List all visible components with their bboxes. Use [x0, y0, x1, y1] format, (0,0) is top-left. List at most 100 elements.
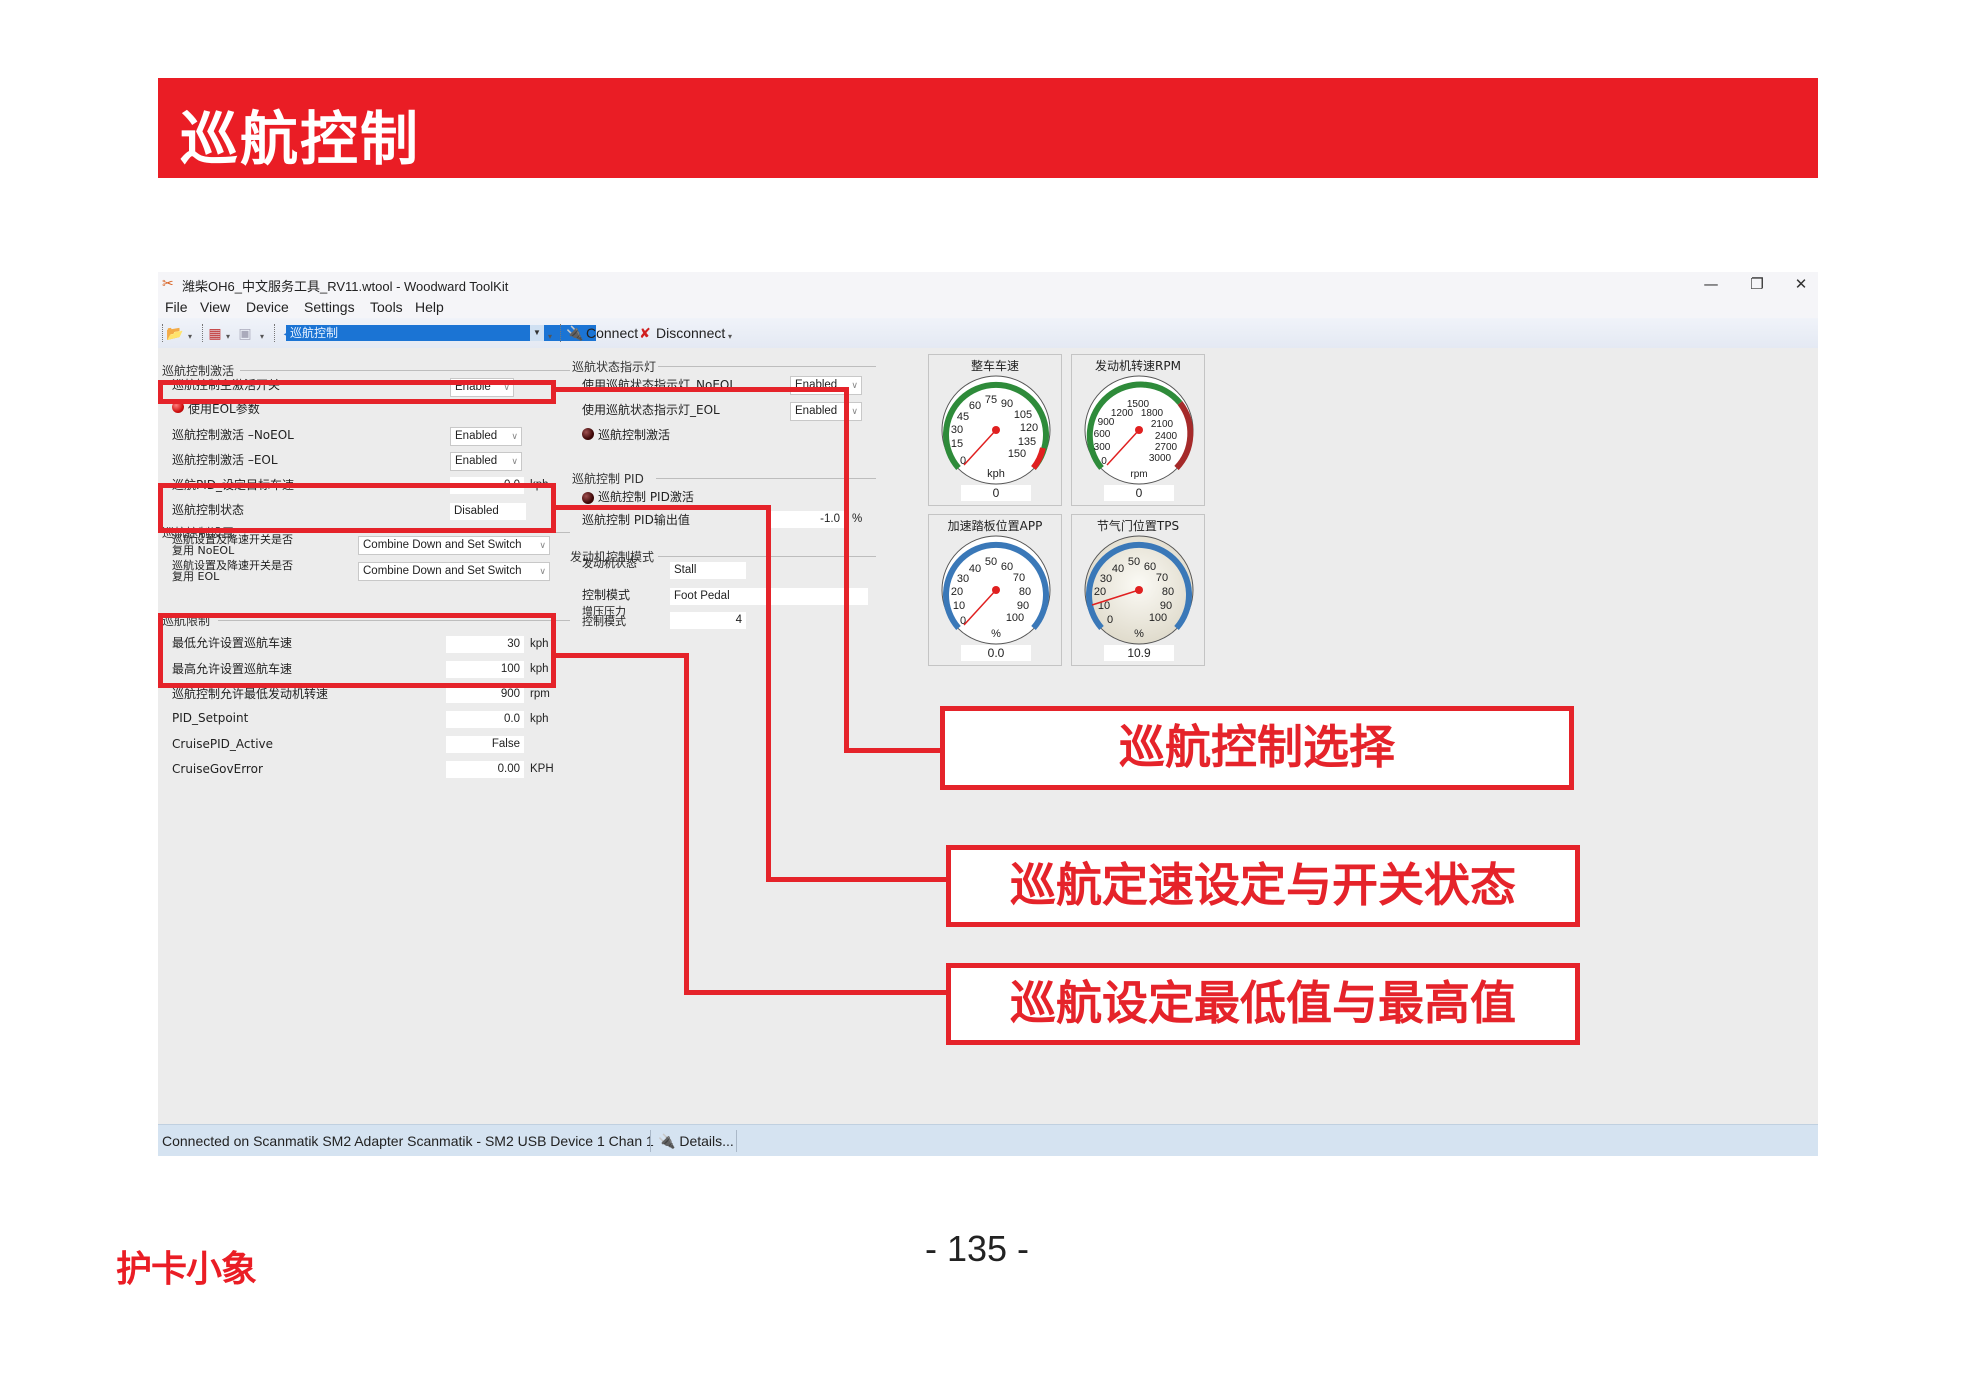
highlight-min-max [158, 613, 556, 688]
menu-file[interactable]: File [165, 299, 188, 315]
limit-row-label: 最低允许设置巡航车速 [172, 636, 293, 650]
limit-row-unit: KPH [530, 763, 554, 775]
boost-mode-label-line1: 增压压力 [582, 605, 626, 618]
activation-noeol-dropdown[interactable]: Enabled∨ [450, 427, 522, 446]
min-engine-speed-field[interactable]: 900 [446, 686, 524, 703]
svg-text:70: 70 [1156, 572, 1168, 584]
svg-text:40: 40 [1112, 563, 1124, 575]
cruise-state-label: 巡航控制状态 [172, 503, 245, 517]
calendar-icon[interactable]: ▦ [208, 325, 222, 341]
svg-text:0: 0 [960, 615, 966, 627]
toolbar-separator [202, 324, 203, 342]
menu-device[interactable]: Device [246, 299, 289, 315]
pid-active-led [582, 492, 594, 504]
engine-state-label: 发动机状态 [582, 557, 637, 570]
svg-text:60: 60 [969, 400, 981, 412]
menu-settings[interactable]: Settings [304, 299, 355, 315]
callout-min-max: 巡航设定最低值与最高值 [946, 963, 1580, 1045]
gauge-value: 0 [961, 485, 1031, 501]
svg-text:60: 60 [1144, 561, 1156, 573]
pid-output-value: -1.0 [768, 511, 844, 528]
close-button[interactable]: ✕ [1794, 275, 1808, 293]
limit-row-unit: kph [530, 638, 549, 650]
connector-line [684, 653, 689, 995]
svg-text:80: 80 [1019, 586, 1031, 598]
group-divider [240, 370, 570, 371]
calendar-dropdown-icon[interactable]: ▾ [226, 332, 231, 341]
indicator-noeol-dropdown[interactable]: Enabled∨ [790, 376, 862, 395]
svg-text:100: 100 [1149, 612, 1167, 624]
activation-eol-label: 巡航控制激活 –EOL [172, 453, 278, 467]
overflow-chevron-icon[interactable]: ▾ [548, 332, 553, 341]
svg-text:75: 75 [985, 394, 997, 406]
limit-row-unit: kph [530, 663, 549, 675]
svg-text:50: 50 [1128, 556, 1140, 568]
open-folder-icon[interactable]: 📂 [166, 325, 184, 341]
svg-text:20: 20 [951, 586, 963, 598]
connector-line [844, 748, 944, 753]
settings-noeol-dropdown[interactable]: Combine Down and Set Switch∨ [358, 536, 550, 555]
disconnect-button[interactable]: Disconnect [656, 325, 726, 341]
minimize-button[interactable]: — [1703, 275, 1719, 293]
boost-mode-value: 4 [670, 612, 746, 629]
gauge-title: 整车车速 [970, 359, 1019, 373]
connector-line [553, 505, 771, 510]
details-button[interactable]: 🔌 Details... [658, 1133, 734, 1150]
connect-button[interactable]: Connect [586, 325, 639, 341]
gauge-title: 节气门位置TPS [1096, 519, 1180, 533]
page-number: - 135 - [925, 1228, 1030, 1269]
group-divider [658, 366, 876, 367]
restore-button[interactable]: ❐ [1750, 275, 1764, 293]
engine-state-value: Stall [670, 562, 746, 579]
page-selector[interactable]: 巡航控制 [286, 325, 596, 341]
group-title-indicator: 巡航状态指示灯 [572, 360, 657, 374]
svg-text:2400: 2400 [1155, 431, 1178, 442]
activation-eol-dropdown[interactable]: Enabled∨ [450, 452, 522, 471]
svg-text:40: 40 [969, 563, 981, 575]
toolbar-grip [162, 324, 163, 342]
svg-text:15: 15 [951, 438, 963, 450]
max-cruise-speed-field[interactable]: 100 [446, 661, 524, 678]
connector-line [766, 505, 771, 882]
page-selector-dropdown[interactable]: ▼ [530, 325, 544, 341]
connector-line [553, 653, 689, 658]
overflow-chevron-icon[interactable]: ▾ [728, 332, 733, 341]
svg-text:3000: 3000 [1149, 453, 1172, 464]
svg-text:1200: 1200 [1111, 408, 1134, 419]
limit-row-label: 巡航控制允许最低发动机转速 [172, 687, 329, 701]
svg-text:45: 45 [957, 411, 969, 423]
indicator-eol-dropdown[interactable]: Enabled∨ [790, 402, 862, 421]
play-disabled-icon: ▣ [238, 325, 252, 341]
menu-view[interactable]: View [200, 299, 231, 315]
use-eol-led [172, 401, 184, 413]
menu-help[interactable]: Help [415, 299, 444, 315]
menu-tools[interactable]: Tools [370, 299, 403, 315]
gauge-title: 发动机转速RPM [1095, 359, 1181, 373]
status-divider [736, 1130, 737, 1152]
overflow-chevron-icon[interactable]: ▾ [260, 332, 265, 341]
group-title-engine-mode: 发动机控制模式 [570, 550, 655, 564]
svg-text:70: 70 [1013, 572, 1025, 584]
connect-plug-icon[interactable]: 🔌 [566, 325, 584, 341]
min-cruise-speed-field[interactable]: 30 [446, 636, 524, 653]
settings-eol-dropdown[interactable]: Combine Down and Set Switch∨ [358, 562, 550, 581]
svg-text:900: 900 [1098, 417, 1115, 428]
svg-text:rpm: rpm [1130, 469, 1147, 480]
pid-setpoint-value: 0.0 [446, 711, 524, 728]
disconnect-plug-icon[interactable]: ✘ [639, 325, 651, 341]
svg-text:90: 90 [1160, 600, 1172, 612]
svg-text:135: 135 [1018, 436, 1036, 448]
limit-row-unit: kph [530, 713, 549, 725]
svg-text:%: % [1134, 628, 1144, 640]
cruise-active-led [582, 428, 594, 440]
svg-text:0: 0 [1107, 614, 1113, 626]
chevron-down-icon: ∨ [511, 456, 518, 466]
overflow-chevron-icon[interactable]: ▾ [188, 332, 193, 341]
pid-active-label: 巡航控制 PID激活 [598, 490, 694, 504]
chevron-down-icon: ∨ [851, 380, 858, 390]
